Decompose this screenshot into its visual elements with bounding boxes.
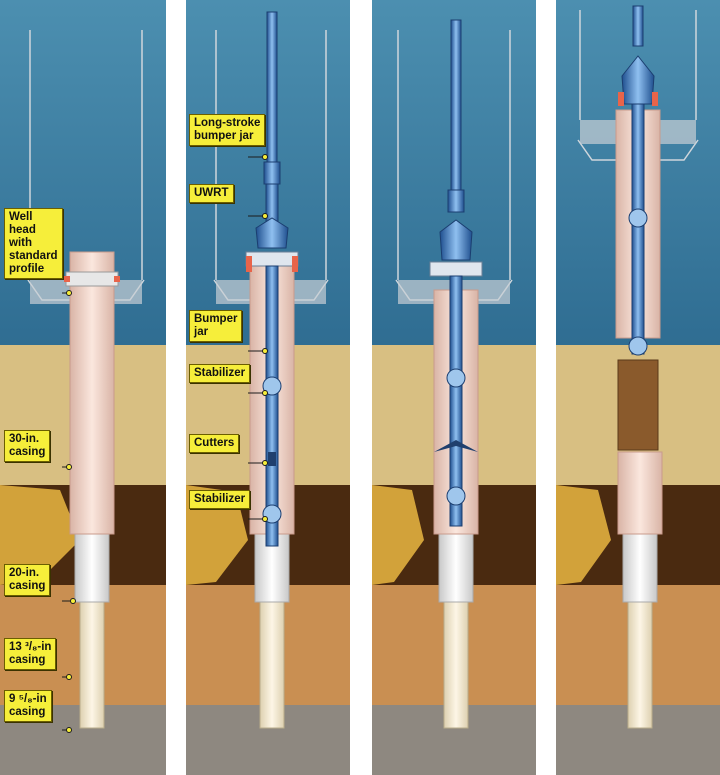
label-uwrt: UWRT bbox=[189, 184, 234, 203]
casing-9-5-8 bbox=[79, 599, 105, 729]
panel-3-scene bbox=[372, 0, 536, 775]
cutters-deployed bbox=[434, 440, 478, 452]
casing-30 bbox=[69, 251, 115, 535]
panel-4-scene bbox=[556, 0, 720, 775]
tool-string bbox=[429, 19, 483, 527]
casing-20 bbox=[74, 529, 110, 603]
panel-4-retrieval bbox=[556, 0, 720, 775]
label-20-in-casing: 20-in.casing bbox=[4, 564, 51, 596]
panel-2-scene bbox=[186, 0, 350, 775]
label-stabilizer-lower: Stabilizer bbox=[189, 490, 251, 509]
label-30-in-casing: 30-in.casing bbox=[4, 430, 51, 462]
wellhead-housing bbox=[65, 271, 119, 287]
tool-string bbox=[618, 5, 658, 356]
remaining-casing bbox=[617, 451, 663, 535]
tool-string bbox=[245, 11, 299, 547]
cut-zone bbox=[617, 359, 659, 451]
panel-3-cutting bbox=[372, 0, 536, 775]
label-cutters: Cutters bbox=[189, 434, 240, 453]
panel-2-tool-in-well bbox=[186, 0, 350, 775]
label-stabilizer-upper: Stabilizer bbox=[189, 364, 251, 383]
